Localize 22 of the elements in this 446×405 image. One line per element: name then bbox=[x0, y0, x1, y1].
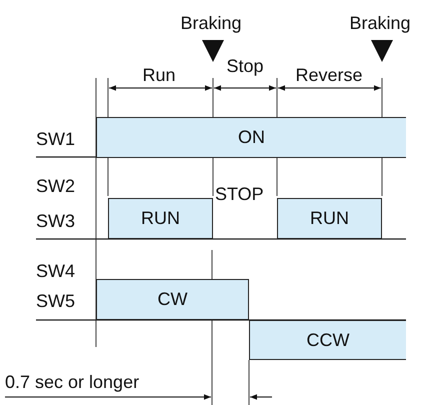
signal-pulse bbox=[96, 117, 406, 158]
state-label: STOP bbox=[215, 185, 264, 203]
dimension-label: 0.7 sec or longer bbox=[5, 373, 140, 391]
interval-label: Stop bbox=[226, 57, 264, 75]
signal-state-label: CW bbox=[158, 289, 188, 310]
interval-label: Run bbox=[142, 66, 176, 84]
signal-pulse bbox=[96, 279, 249, 320]
signal-state-label: RUN bbox=[310, 208, 349, 229]
switch-label: SW3 bbox=[36, 212, 76, 230]
signal-state-label: CCW bbox=[306, 330, 350, 350]
switch-label: SW4 bbox=[36, 262, 76, 280]
switch-label: SW1 bbox=[36, 130, 76, 148]
interval-label: Reverse bbox=[295, 66, 363, 84]
event-label: Braking bbox=[180, 14, 242, 32]
signal-pulse bbox=[277, 198, 382, 239]
signal-pulse bbox=[249, 320, 406, 360]
switch-label: SW2 bbox=[36, 177, 76, 195]
signal-pulse bbox=[108, 198, 213, 239]
signal-state-label: RUN bbox=[141, 208, 180, 229]
signal-state-label: ON bbox=[238, 127, 265, 148]
switch-label: SW5 bbox=[36, 292, 76, 310]
event-label: Braking bbox=[349, 14, 411, 32]
